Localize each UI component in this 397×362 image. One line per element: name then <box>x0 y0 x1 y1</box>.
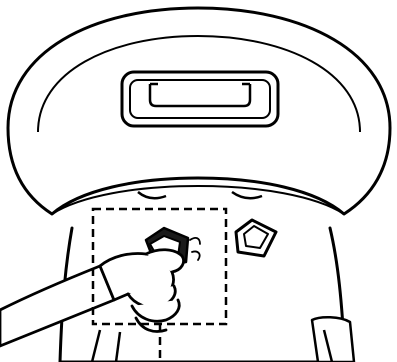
shell-tabs <box>138 192 262 198</box>
handle-slot <box>122 72 278 126</box>
